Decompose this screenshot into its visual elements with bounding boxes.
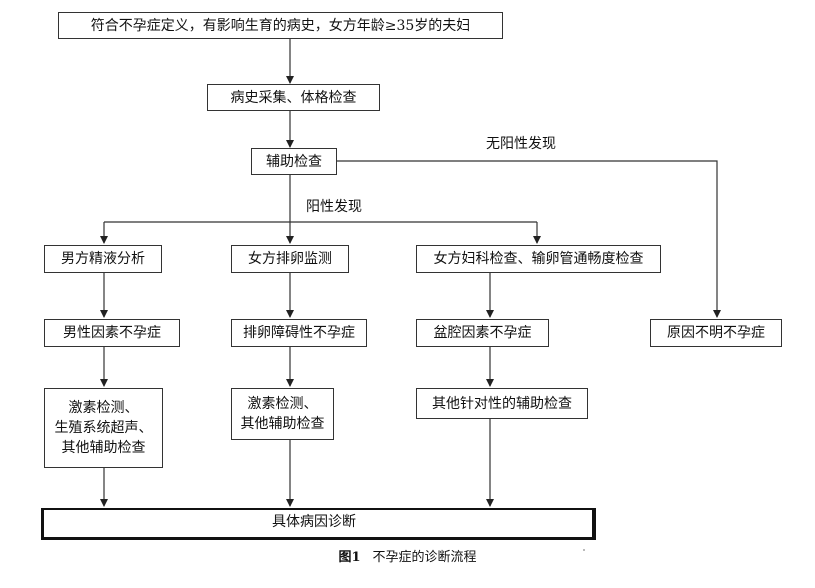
- tests-ovulation-line-2: 其他辅助检查: [240, 416, 325, 432]
- tests-male-line-1: 激素检测、: [68, 400, 139, 416]
- ovulatory-box: 排卵障碍性不孕症: [231, 319, 367, 347]
- arrow-aux-unexplained: [336, 160, 721, 318]
- figure-number: 图1: [338, 550, 361, 565]
- final-diagnosis-box: 具体病因诊断: [41, 508, 596, 540]
- female-gyn-box: 女方妇科检查、输卵管通畅度检查: [416, 245, 661, 273]
- pelvic-box: 盆腔因素不孕症: [416, 319, 549, 347]
- tests-ovulation-line-1: 激素检测、: [247, 396, 318, 412]
- tests-pelvic-box: 其他针对性的辅助检查: [416, 388, 588, 419]
- tests-male-box: 激素检测、 生殖系统超声、 其他辅助检查: [44, 388, 163, 468]
- male-semen-box: 男方精液分析: [44, 245, 162, 273]
- tests-ovulation-box: 激素检测、 其他辅助检查: [231, 388, 334, 440]
- tests-male-line-3: 其他辅助检查: [61, 440, 146, 456]
- aux-exam-box: 辅助检查: [251, 148, 337, 175]
- figure-caption: 图1 不孕症的诊断流程: [0, 546, 815, 565]
- female-ovulation-box: 女方排卵监测: [231, 245, 349, 273]
- figure-title: 不孕症的诊断流程: [372, 550, 477, 565]
- final-diagnosis-label: 具体病因诊断: [272, 514, 356, 530]
- positive-finding-label: 阳性发现: [306, 199, 362, 215]
- history-box: 病史采集、体格检查: [207, 84, 380, 111]
- tests-male-line-2: 生殖系统超声、: [54, 420, 153, 436]
- unexplained-box: 原因不明不孕症: [650, 319, 782, 347]
- male-factor-box: 男性因素不孕症: [44, 319, 180, 347]
- start-box: 符合不孕症定义，有影响生育的病史，女方年龄≥35岁的夫妇: [58, 12, 503, 39]
- scan-speck: [583, 549, 585, 551]
- no-positive-finding-label: 无阳性发现: [486, 136, 556, 152]
